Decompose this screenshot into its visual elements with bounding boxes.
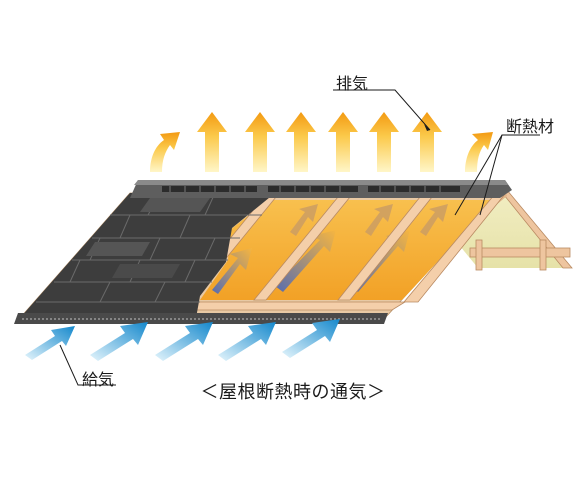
insulation-panels xyxy=(200,200,495,300)
ridge-vent xyxy=(130,180,512,198)
up-arrow-icon xyxy=(286,112,316,172)
exhaust-arrows xyxy=(150,112,493,172)
diagonal-arrow-icon xyxy=(155,322,213,361)
exhaust-label: 排気 xyxy=(336,74,369,93)
diagonal-arrow-icon xyxy=(218,322,276,361)
up-arrow-icon xyxy=(328,112,358,172)
up-arrow-icon xyxy=(465,132,493,172)
roof-shingles xyxy=(20,192,275,318)
up-arrow-icon xyxy=(150,132,180,172)
diagram-caption: ＜屋根断熱時の通気＞ xyxy=(200,382,386,403)
diagonal-arrow-icon xyxy=(282,319,340,358)
diagonal-arrow-icon xyxy=(90,322,148,361)
up-arrow-icon xyxy=(369,112,399,172)
up-arrow-icon xyxy=(197,112,227,172)
leader-lines xyxy=(59,89,540,386)
intake-label: 給気 xyxy=(82,370,115,389)
insulation-label: 断熱材 xyxy=(506,117,555,136)
eave-vent xyxy=(14,313,388,324)
up-arrow-icon xyxy=(412,112,442,172)
intake-arrows xyxy=(25,319,340,361)
diagonal-arrow-icon xyxy=(25,326,75,360)
up-arrow-icon xyxy=(245,112,275,172)
